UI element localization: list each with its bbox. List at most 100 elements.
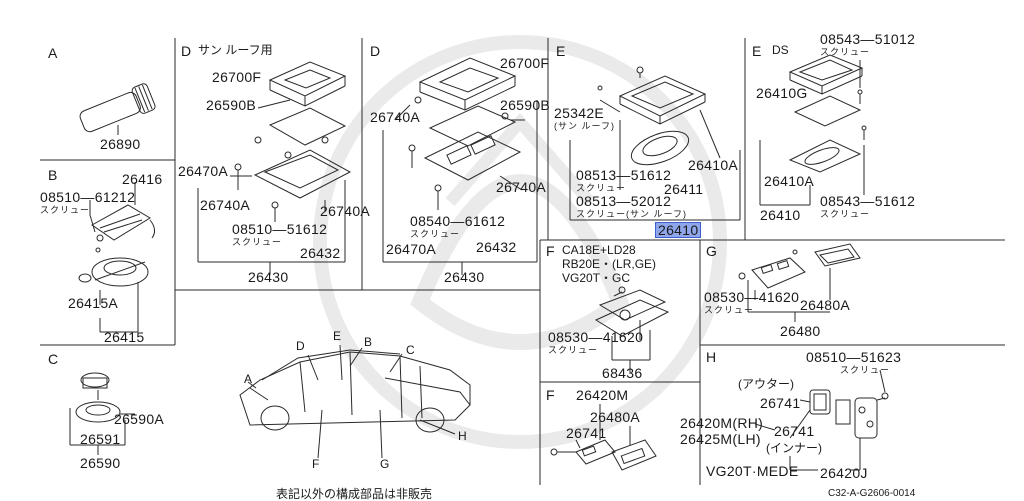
variant-label-h: VG20T·MEDE [706,463,799,479]
screw-note-g: スクリュー [704,305,755,315]
part-number-26480: 26480 [780,323,821,339]
part-number-26420m-rh: 26420M(RH) [680,415,764,431]
part-number-08543-51612: 08543—51612 [820,193,916,209]
section-letter-e: E [556,43,566,59]
part-number-26591: 26591 [80,431,121,447]
part-number-26410-ds: 26410 [760,207,801,223]
footer-note: 表記以外の構成部品は非販売 [276,487,433,501]
part-number-68436: 68436 [602,365,643,381]
part-number-08513-51612: 08513—51612 [576,167,672,183]
part-number-26470a: 26470A [178,163,229,179]
car-label-c: C [406,343,415,357]
part-number-08540-61612: 08540—61612 [410,213,506,229]
part-number-26415: 26415 [104,329,145,345]
part-number-26432: 26432 [300,245,341,261]
car-label-b: B [364,335,373,349]
part-number-08510-51623: 08510—51623 [806,349,902,365]
part-number-26416: 26416 [122,171,163,187]
part-number-26411: 26411 [664,181,704,197]
part-number-26890: 26890 [100,136,141,152]
part-number-08513-52012: 08513—52012 [576,193,672,209]
sunroof-note-e: (サン ルーフ) [554,121,615,131]
section-letter-d: D [370,43,381,59]
screw-note-d-sunroof: スクリュー [232,237,283,247]
diagram-code: C32-A-G2606-0014 [828,488,916,499]
part-number-26410a-e: 26410A [688,157,739,173]
screw-note-e-2: スクリュー(サン ルーフ) [576,209,687,219]
car-label-h: H [458,429,467,443]
part-number-26470a-d: 26470A [386,241,437,257]
screw-note-b: スクリュー [40,205,91,215]
part-number-26430: 26430 [248,269,289,285]
part-number-26741-h-inner: 26741 [774,423,815,439]
screw-note-e-1: スクリュー [576,183,627,193]
part-number-26740a-d-right: 26740A [496,179,547,195]
section-letter-c: C [48,351,59,367]
screw-note-d: スクリュー [410,229,461,239]
part-number-26590b-d: 26590B [500,97,551,113]
section-letter-f-top: F [546,243,555,259]
part-number-26415a: 26415A [68,295,119,311]
car-label-g: G [380,457,390,471]
part-number-26480a-g: 26480A [800,297,851,313]
section-letter-b: B [48,167,58,183]
part-number-26700f: 26700F [212,69,262,85]
part-number-26590: 26590 [80,455,121,471]
variant-label-1: CA18E+LD28 [562,243,636,257]
screw-note-e-ds-2: スクリュー [820,209,871,219]
part-number-26480a-f: 26480A [590,409,641,425]
part-number-26420m-f: 26420M [576,387,629,403]
variant-label-3: VG20T・GC [562,271,631,285]
screw-note-h: スクリュー [840,365,891,375]
part-number-08530-41620-f: 08530—41620 [548,329,644,345]
section-letter-d-sunroof: D [181,43,192,59]
part-number-26432-d: 26432 [476,239,517,255]
part-number-08530-41620-g: 08530—41620 [704,289,800,305]
car-label-a: A [244,372,253,386]
section-title-ds: DS [772,43,789,57]
section-letter-a: A [48,45,58,61]
part-number-26410g: 26410G [756,85,808,101]
car-label-e: E [333,329,342,343]
part-number-26425m-lh: 26425M(LH) [680,431,761,447]
section-letter-g: G [706,243,717,259]
part-number-26430-d: 26430 [444,269,485,285]
section-title-sunroof: サン ルーフ用 [198,43,273,57]
part-number-08510-51612: 08510—51612 [232,221,328,237]
part-number-26740a-left: 26740A [200,197,251,213]
part-number-26410-highlighted[interactable]: 26410 [655,222,702,238]
section-letter-e-ds: E [752,43,762,59]
inner-note: (インナー) [766,441,822,455]
section-letter-f-bottom: F [546,387,555,403]
part-number-08510-61212: 08510—61212 [40,189,136,205]
part-number-26741-f: 26741 [566,425,607,441]
screw-note-e-ds-1: スクリュー [820,47,871,57]
part-number-26590a: 26590A [114,411,165,427]
car-label-d: D [296,339,305,353]
part-number-08543-51012: 08543—51012 [820,31,916,47]
part-number-26740a-right: 26740A [320,203,371,219]
variant-label-2: RB20E・(LR,GE) [562,257,657,271]
section-letter-h: H [706,349,717,365]
part-number-26410a-ds: 26410A [764,173,815,189]
part-number-26700f-d: 26700F [500,55,550,71]
car-label-f: F [312,457,320,471]
part-number-26590b: 26590B [206,97,257,113]
part-number-25342e: 25342E [554,105,605,121]
part-number-26741-h-outer: 26741 [760,395,801,411]
part-number-26740a-d-left: 26740A [370,109,421,125]
